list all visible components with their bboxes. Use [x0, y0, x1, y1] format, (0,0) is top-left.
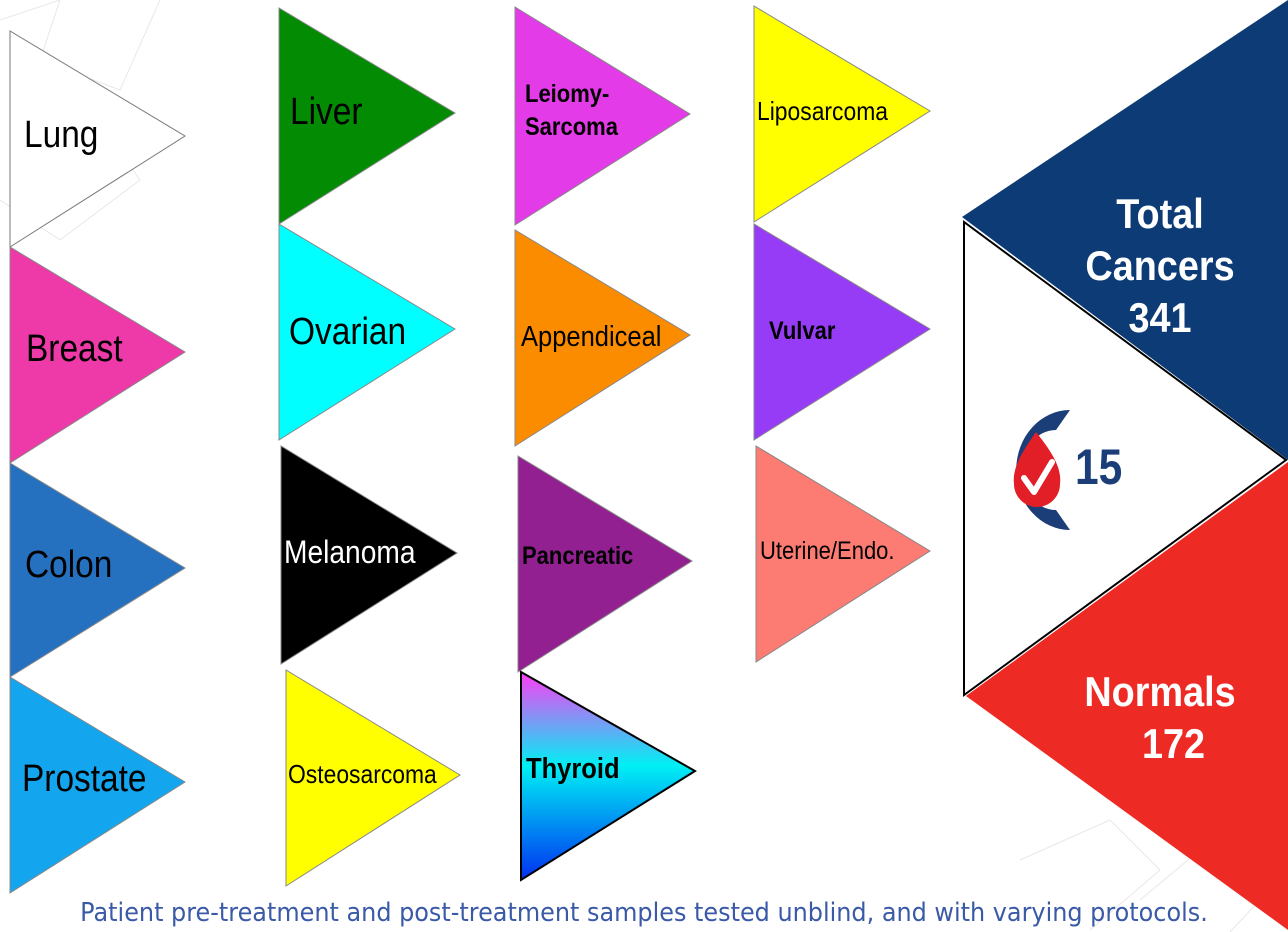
label-lung: Lung — [24, 114, 99, 156]
label-appendiceal: Appendiceal — [521, 321, 662, 353]
label-liver: Liver — [290, 91, 363, 133]
label-vulvar: Vulvar — [769, 317, 836, 345]
triangle-lung — [9, 30, 186, 248]
label-uterine-endo: Uterine/Endo. — [760, 537, 895, 565]
triangle-uterine-endo — [755, 445, 931, 663]
triangle-leiomyosarcoma — [514, 6, 691, 226]
normals-title: Normals — [1084, 668, 1236, 715]
normals-value: 172 — [1141, 720, 1206, 767]
triangle-prostate — [9, 676, 186, 894]
triangle-melanoma — [280, 445, 458, 665]
label-osteosarcoma: Osteosarcoma — [288, 759, 437, 789]
label-melanoma: Melanoma — [284, 534, 416, 570]
total-cancers-title: Total Cancers — [1085, 190, 1235, 289]
label-pancreatic: Pancreatic — [522, 542, 634, 570]
triangle-osteosarcoma — [285, 669, 461, 887]
label-leiomyosarcoma: Leiomy- Sarcoma — [525, 80, 618, 141]
triangle-vulvar — [753, 223, 931, 441]
label-prostate: Prostate — [22, 758, 147, 800]
blood-drop-icon — [1013, 432, 1061, 507]
triangle-breast — [9, 246, 186, 464]
normals-label: Normals 172 — [1070, 666, 1250, 770]
triangle-liposarcoma — [753, 5, 931, 223]
total-cancers-label: Total Cancers 341 — [1052, 188, 1268, 344]
c15-logo — [1013, 410, 1070, 530]
triangle-ovarian — [278, 223, 456, 441]
triangle-colon — [9, 462, 186, 678]
checkmark-icon — [1021, 459, 1055, 495]
center-white-triangle — [963, 220, 1288, 697]
label-ovarian: Ovarian — [289, 311, 407, 353]
triangle-thyroid — [520, 670, 697, 882]
total-cancers-value: 341 — [1128, 294, 1192, 341]
triangle-appendiceal — [514, 229, 691, 447]
label-thyroid: Thyroid — [526, 753, 620, 785]
footer-caption: Patient pre-treatment and post-treatment… — [80, 898, 1208, 928]
total-cancers-shape — [962, 0, 1288, 460]
triangle-pancreatic — [517, 455, 693, 673]
normals-shape — [966, 462, 1288, 930]
label-breast: Breast — [26, 328, 123, 370]
triangle-liver — [278, 7, 456, 225]
label-colon: Colon — [25, 544, 113, 586]
label-liposarcoma: Liposarcoma — [757, 96, 888, 126]
logo-number: 15 — [1075, 439, 1123, 495]
